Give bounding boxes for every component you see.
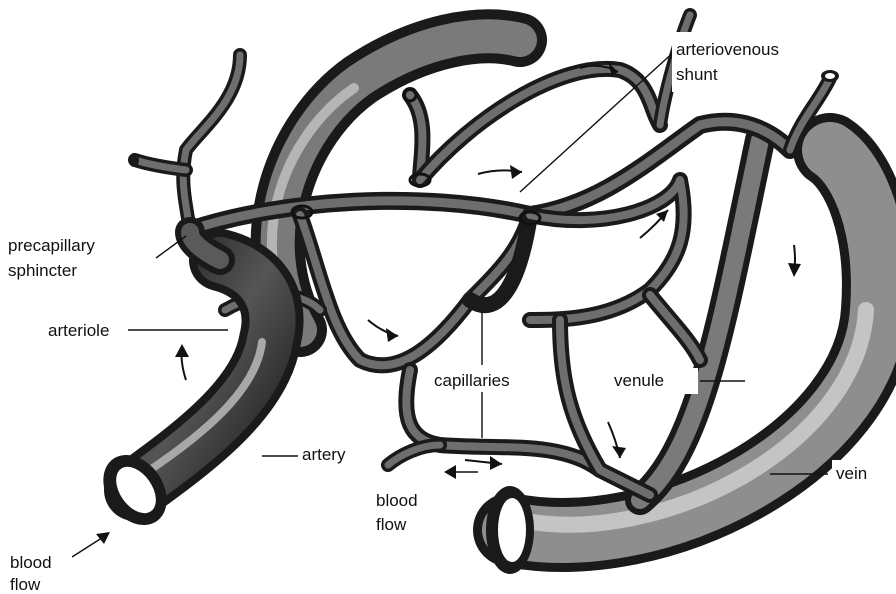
label-capillaries: capillaries: [434, 371, 510, 390]
label-flow-left: flow: [10, 575, 41, 594]
label-flow-center: flow: [376, 515, 407, 534]
label-artery: artery: [302, 445, 346, 464]
label-arteriole: arteriole: [48, 321, 109, 340]
label-sphincter: sphincter: [8, 261, 77, 280]
label-venule: venule: [614, 371, 664, 390]
vein-opening: [486, 486, 534, 574]
artery: [135, 232, 273, 490]
label-blood-left: blood: [10, 553, 52, 572]
label-vein: vein: [836, 464, 867, 483]
label-arteriovenous: arteriovenous: [676, 40, 779, 59]
label-precapillary: precapillary: [8, 236, 95, 255]
label-blood-center: blood: [376, 491, 418, 510]
label-shunt: shunt: [676, 65, 718, 84]
